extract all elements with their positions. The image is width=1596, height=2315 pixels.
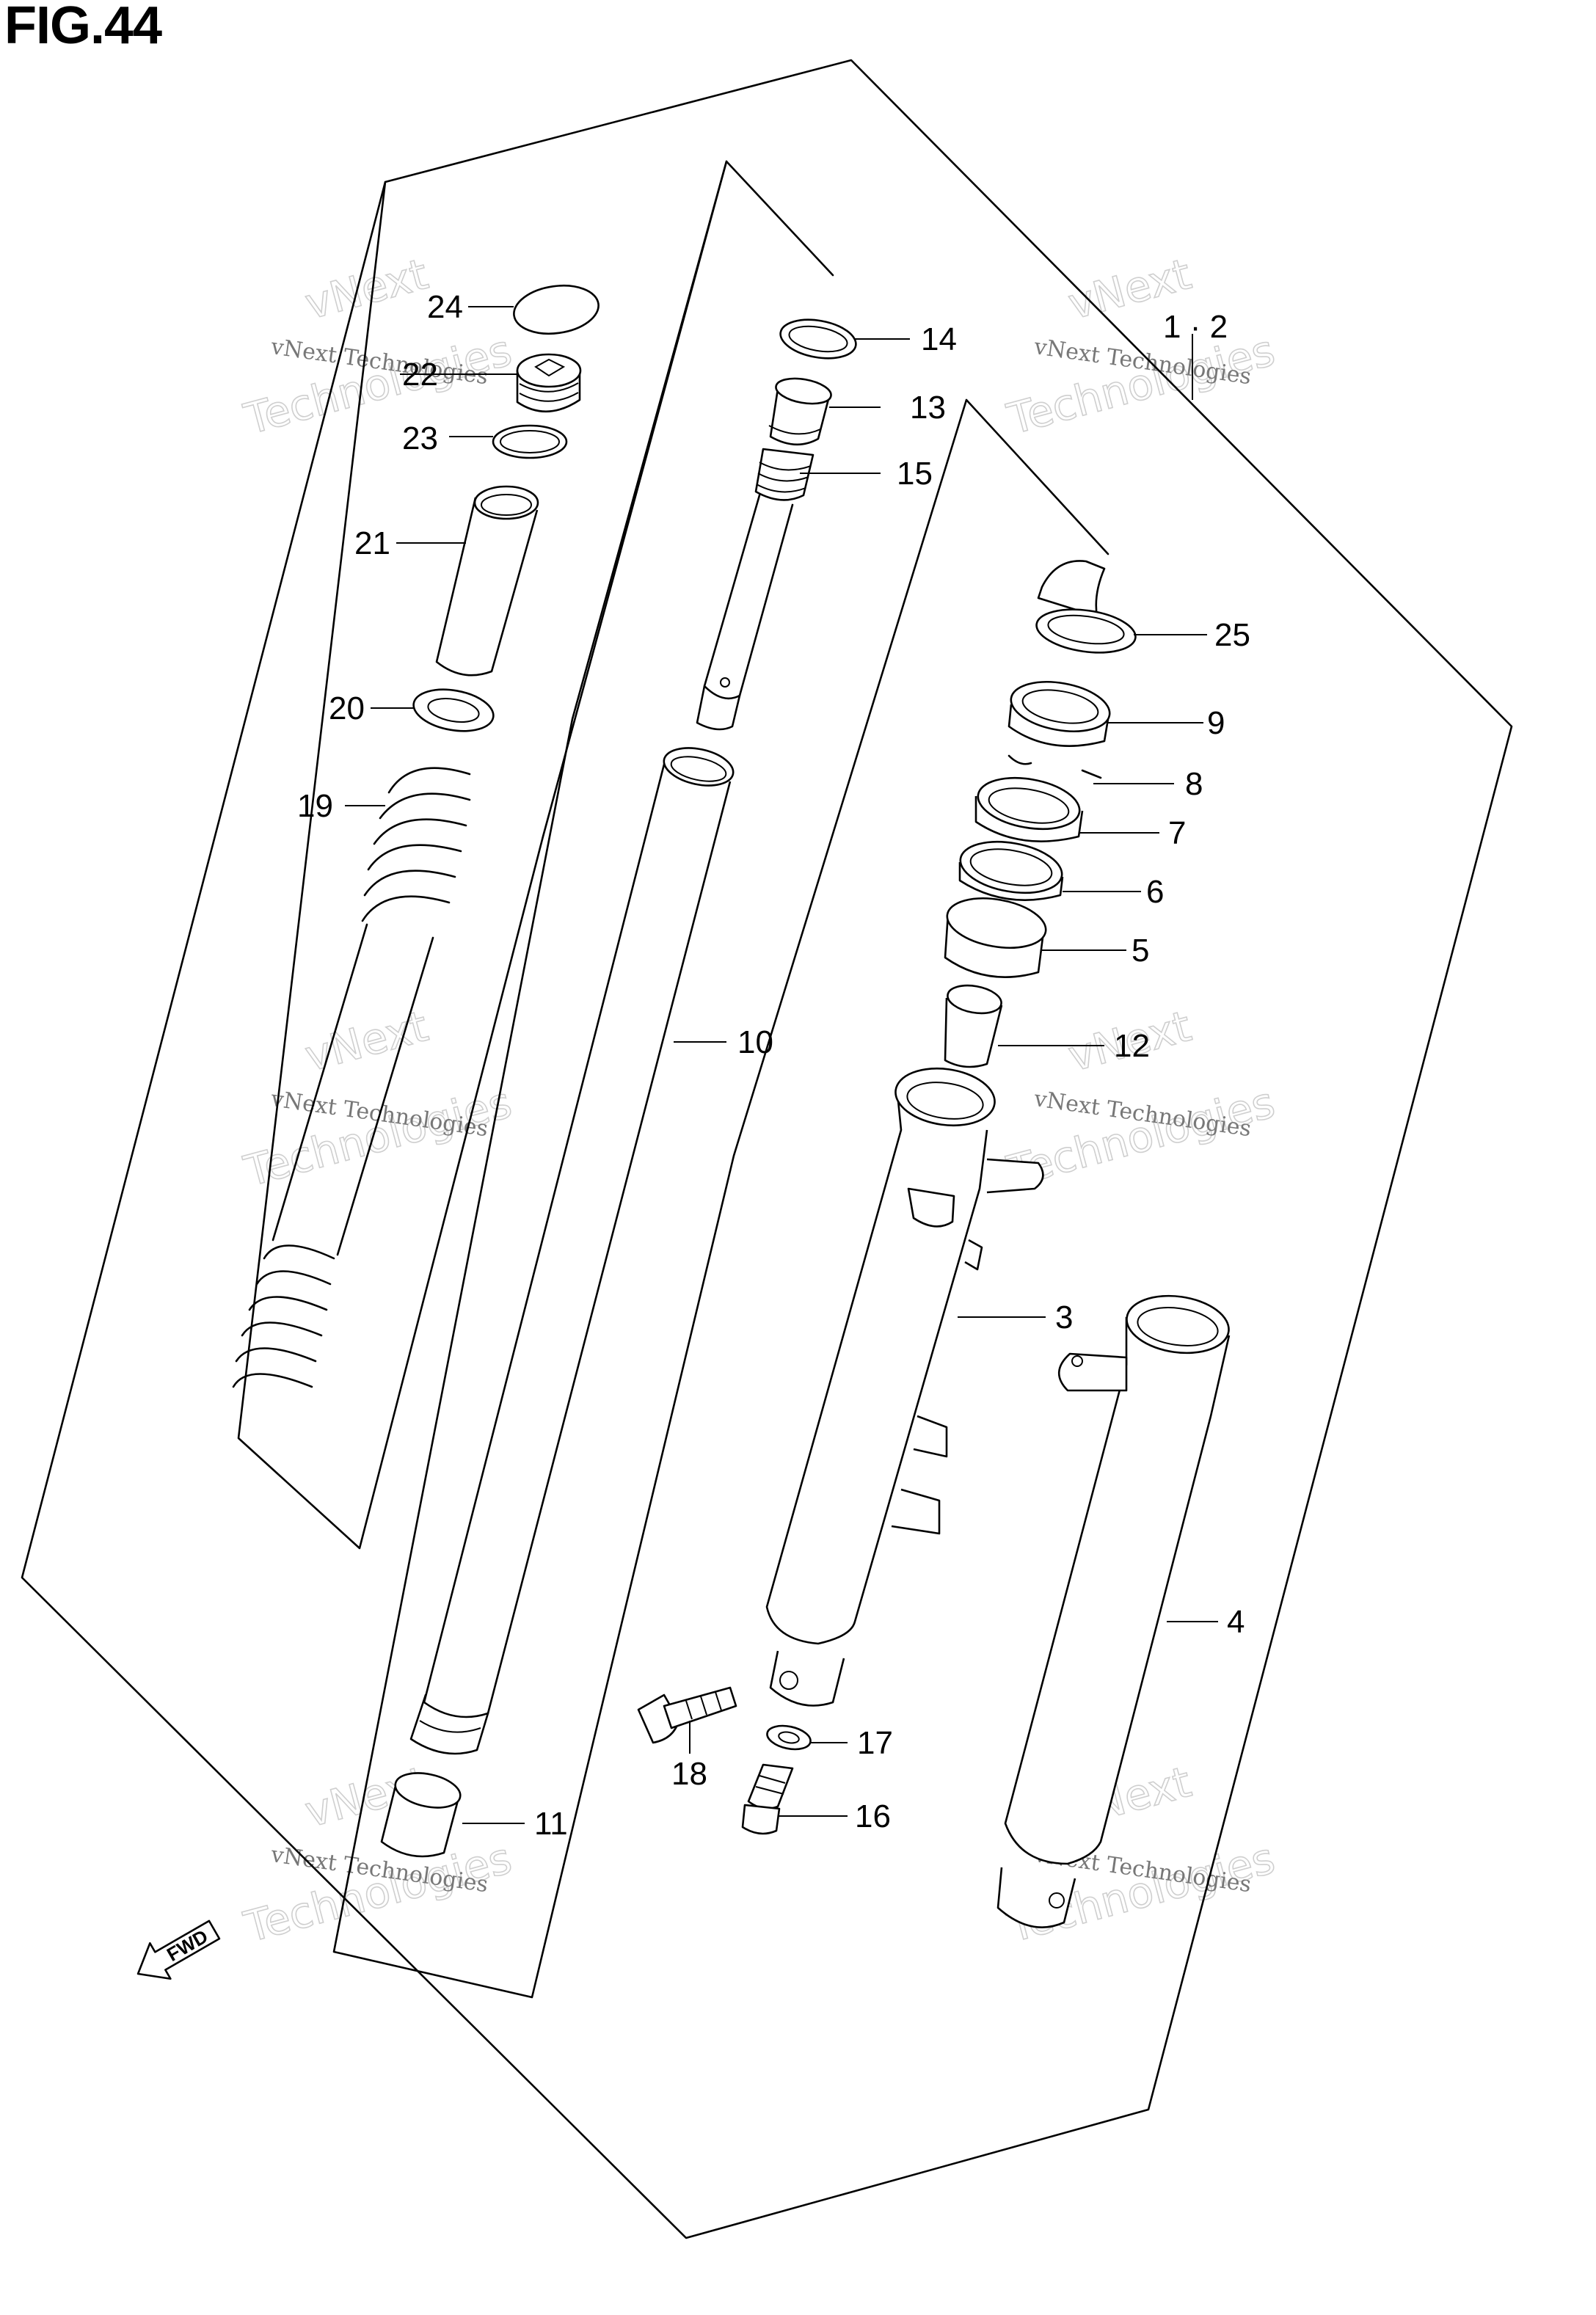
leader-lines <box>345 306 1218 1824</box>
part-8-retaining-ring <box>1007 754 1102 779</box>
part-17-washer <box>766 1724 812 1751</box>
watermark: vNext Technologies vNext Technologies <box>238 1756 517 1953</box>
assembly-outlines <box>21 59 1513 2239</box>
part-23-o-ring <box>492 424 568 459</box>
part-6-washer <box>958 841 1064 901</box>
callout-13: 13 <box>910 390 946 426</box>
part-16-bolt <box>741 1763 794 1835</box>
callout-23: 23 <box>402 420 438 456</box>
callout-labels: 24 22 23 21 20 19 14 13 15 1 · 2 25 9 8 … <box>297 289 1250 1842</box>
damper-rod <box>696 494 794 731</box>
callout-17: 17 <box>857 1725 893 1761</box>
part-11-bushing <box>380 1772 462 1858</box>
part-22-bolt <box>516 353 582 413</box>
watermark: vNext Technologies vNext Technologies <box>238 248 517 445</box>
part-25-dust-seal <box>1035 560 1137 654</box>
callout-12: 12 <box>1114 1028 1150 1064</box>
svg-text:vNext: vNext <box>300 1001 433 1082</box>
figure-title: FIG.44 <box>4 0 162 55</box>
part-5-bushing <box>944 897 1047 978</box>
callout-3: 3 <box>1055 1299 1073 1335</box>
part-20-washer <box>412 688 495 732</box>
callout-24: 24 <box>427 289 463 325</box>
part-13-rod-head <box>768 377 832 446</box>
part-10-inner-tube <box>409 747 735 1755</box>
callout-10: 10 <box>737 1024 773 1060</box>
svg-text:vNext: vNext <box>300 249 433 329</box>
callout-6: 6 <box>1146 874 1164 910</box>
callout-8: 8 <box>1185 766 1203 802</box>
part-14-ring <box>779 318 857 360</box>
inner-tube-boundary <box>332 160 1109 1999</box>
callout-16: 16 <box>855 1798 891 1834</box>
callout-15: 15 <box>897 456 933 492</box>
part-3-outer-tube <box>765 1067 1044 1707</box>
callout-5: 5 <box>1132 933 1149 969</box>
fwd-badge: FWD <box>136 1920 221 1980</box>
callout-14: 14 <box>921 321 957 357</box>
callout-20: 20 <box>329 690 365 726</box>
part-21-spacer-tube <box>435 485 539 677</box>
callout-18: 18 <box>671 1756 707 1792</box>
part-7-seal-spacer <box>974 777 1084 842</box>
callout-21: 21 <box>354 525 390 561</box>
damper-boundary <box>237 160 728 1550</box>
callout-9: 9 <box>1207 705 1225 741</box>
callout-19: 19 <box>297 788 333 824</box>
part-18-bolt <box>637 1686 737 1744</box>
callout-7: 7 <box>1168 815 1186 851</box>
watermark: vNext Technologies vNext Technologies <box>1002 248 1280 445</box>
part-12-oil-lock-piece <box>944 984 1003 1068</box>
callout-22: 22 <box>402 357 438 393</box>
part-4-outer-tube-right <box>996 1294 1231 1928</box>
part-9-oil-seal <box>1007 681 1111 747</box>
callout-11: 11 <box>534 1806 568 1842</box>
part-15-nut <box>754 448 815 501</box>
fwd-arrow-icon <box>136 1920 221 1980</box>
callout-1-2: 1 · 2 <box>1163 309 1228 345</box>
callout-4: 4 <box>1227 1604 1245 1640</box>
part-24-cap <box>513 284 600 335</box>
callout-25: 25 <box>1214 617 1250 653</box>
part-19-spring <box>232 767 471 1388</box>
